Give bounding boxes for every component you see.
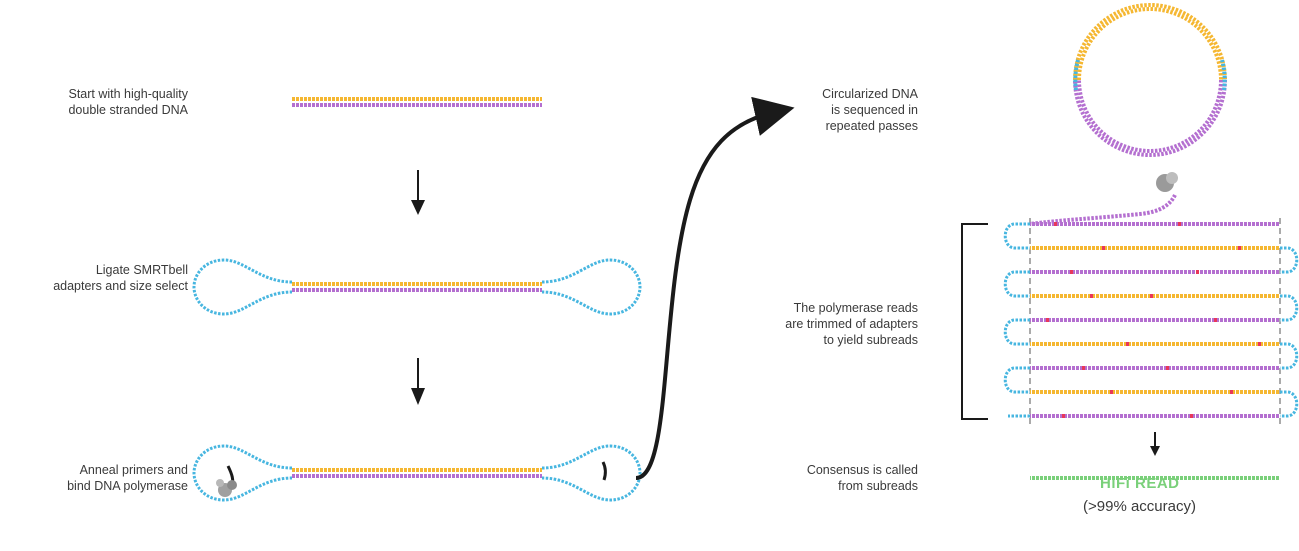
subread-row: [1030, 270, 1280, 274]
hifi-read-title: HiFi READ: [1100, 475, 1180, 492]
subread-row: [1030, 222, 1280, 226]
subread-row: [1030, 414, 1280, 418]
smrtbell-molecule: [192, 258, 642, 316]
down-arrow-icon: [1150, 432, 1160, 456]
subread-row: [1030, 294, 1280, 298]
smrtbell-with-polymerase: [192, 444, 642, 502]
circular-dna: [1029, 3, 1227, 226]
down-arrow-icon: [411, 170, 425, 215]
subread-row: [1030, 342, 1280, 346]
down-arrow-icon: [411, 358, 425, 405]
hifi-read-strand: [1030, 476, 1280, 480]
subread-row: [1030, 366, 1280, 370]
subread-row: [1030, 390, 1280, 394]
curved-arrow-icon: [635, 96, 795, 480]
dsdna-molecule: [291, 97, 542, 107]
subreads-block: [961, 218, 1299, 428]
subread-row: [1030, 318, 1280, 322]
subread-row: [1030, 246, 1280, 250]
hifi-accuracy: (>99% accuracy): [1083, 498, 1196, 515]
